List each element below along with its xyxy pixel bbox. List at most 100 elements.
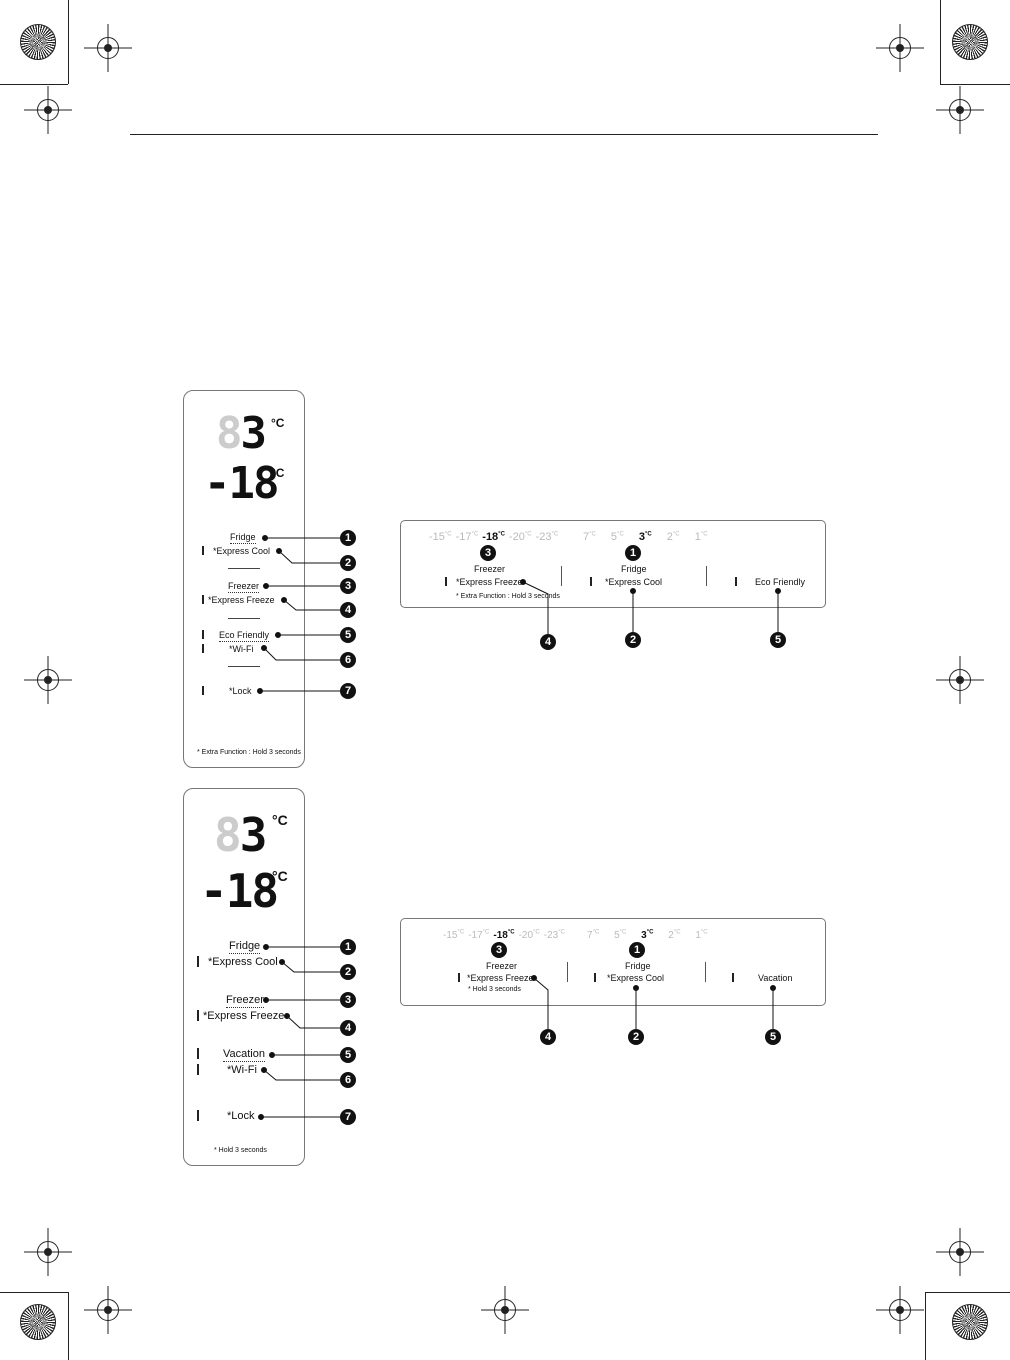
extra-function-note: * Extra Function : Hold 3 seconds (456, 593, 560, 600)
registration-mark (889, 37, 911, 59)
separator (567, 962, 568, 982)
hold-note: * Hold 3 seconds (468, 986, 521, 993)
express-freeze-label: *Express Freeze (208, 595, 275, 605)
callout-2: 2 (340, 555, 356, 571)
indicator-bar (202, 630, 204, 639)
callout-7: 7 (340, 683, 356, 699)
freezer-temp-display: -18 (204, 458, 279, 509)
color-target (952, 24, 988, 60)
indicator-bar (445, 577, 447, 586)
express-freeze-label: *Express Freeze (456, 577, 523, 587)
indicator-bar (197, 1110, 199, 1121)
freezer-temp-scale: -15°C-17°C-18°C-20°C-23°C (443, 930, 565, 942)
callout-2: 2 (628, 1029, 644, 1045)
indicator-bar (197, 1048, 199, 1059)
callout-1: 1 (629, 942, 645, 958)
fridge-button[interactable]: Fridge (621, 564, 647, 574)
registration-mark (97, 1299, 119, 1321)
freezer-button[interactable]: Freezer (228, 581, 260, 593)
color-target (20, 24, 56, 60)
indicator-bar (202, 644, 204, 653)
callout-1: 1 (340, 530, 356, 546)
callout-3: 3 (480, 545, 496, 561)
fridge-button[interactable]: Fridge (230, 532, 256, 544)
callout-4: 4 (540, 1029, 556, 1045)
registration-mark (494, 1299, 516, 1321)
header-rule (130, 134, 878, 135)
freezer-temp-unit: °C (272, 868, 288, 884)
express-cool-label: *Express Cool (605, 577, 663, 587)
indicator-bar (197, 1010, 199, 1021)
indicator-bar (202, 686, 204, 695)
fridge-temp-unit: °C (271, 416, 285, 430)
callout-4: 4 (340, 1020, 356, 1036)
express-freeze-label: *Express Freeze (203, 1010, 285, 1022)
express-cool-label: *Express Cool (208, 956, 278, 968)
indicator-bar (202, 595, 204, 604)
callout-5: 5 (340, 627, 356, 643)
extra-function-note: * Extra Function : Hold 3 seconds (197, 749, 301, 756)
indicator-bar (594, 973, 596, 982)
indicator-bar (197, 956, 199, 967)
callout-2: 2 (625, 632, 641, 648)
fridge-button[interactable]: Fridge (625, 961, 651, 971)
express-cool-label: *Express Cool (607, 973, 665, 983)
callout-5: 5 (770, 632, 786, 648)
vertical-control-panel-b (183, 788, 305, 1166)
callout-1: 1 (340, 939, 356, 955)
callout-3: 3 (340, 578, 356, 594)
lock-label: *Lock (227, 1110, 255, 1122)
indicator-bar (735, 577, 737, 586)
freezer-button[interactable]: Freezer (226, 994, 264, 1008)
registration-mark (949, 99, 971, 121)
horizontal-control-panel-b (400, 918, 826, 1006)
separator (706, 566, 707, 586)
registration-mark (37, 99, 59, 121)
registration-mark (949, 669, 971, 691)
fridge-temp-display: 83 (214, 808, 267, 862)
fridge-temp-unit: °C (272, 812, 288, 828)
indicator-bar (458, 973, 460, 982)
wifi-label: *Wi-Fi (229, 644, 254, 654)
divider (228, 618, 260, 619)
registration-mark (97, 37, 119, 59)
lock-label: *Lock (229, 686, 252, 696)
color-target (20, 1304, 56, 1340)
fridge-temp-scale: 7°C 5°C 3°C 2°C 1°C (587, 930, 708, 942)
callout-5: 5 (765, 1029, 781, 1045)
callout-6: 6 (340, 1072, 356, 1088)
divider (228, 666, 260, 667)
callout-2: 2 (340, 964, 356, 980)
eco-friendly-button[interactable]: Eco Friendly (755, 577, 806, 587)
eco-friendly-button[interactable]: Eco Friendly (219, 630, 270, 642)
vacation-button[interactable]: Vacation (758, 973, 793, 983)
horizontal-control-panel-a (400, 520, 826, 608)
registration-mark (37, 1241, 59, 1263)
fridge-temp-scale: 7°C 5°C 3°C 2°C 1°C (583, 531, 708, 543)
divider (228, 568, 260, 569)
registration-mark (949, 1241, 971, 1263)
callout-6: 6 (340, 652, 356, 668)
indicator-bar (732, 973, 734, 982)
express-cool-label: *Express Cool (213, 546, 271, 556)
separator (705, 962, 706, 982)
separator (561, 566, 562, 586)
callout-4: 4 (340, 602, 356, 618)
indicator-bar (202, 546, 204, 555)
callout-7: 7 (340, 1109, 356, 1125)
registration-mark (37, 669, 59, 691)
express-freeze-label: *Express Freeze (467, 973, 534, 983)
wifi-label: *Wi-Fi (227, 1064, 257, 1076)
callout-1: 1 (625, 545, 641, 561)
fridge-button[interactable]: Fridge (229, 940, 261, 954)
freezer-temp-unit: °C (271, 466, 285, 480)
freezer-button[interactable]: Freezer (486, 961, 518, 971)
callout-3: 3 (491, 942, 507, 958)
freezer-button[interactable]: Freezer (474, 564, 506, 574)
freezer-temp-scale: -15°C-17°C-18°C-20°C-23°C (429, 531, 559, 543)
freezer-temp-display: -18 (200, 864, 279, 918)
vacation-button[interactable]: Vacation (223, 1048, 265, 1062)
registration-mark (889, 1299, 911, 1321)
callout-5: 5 (340, 1047, 356, 1063)
